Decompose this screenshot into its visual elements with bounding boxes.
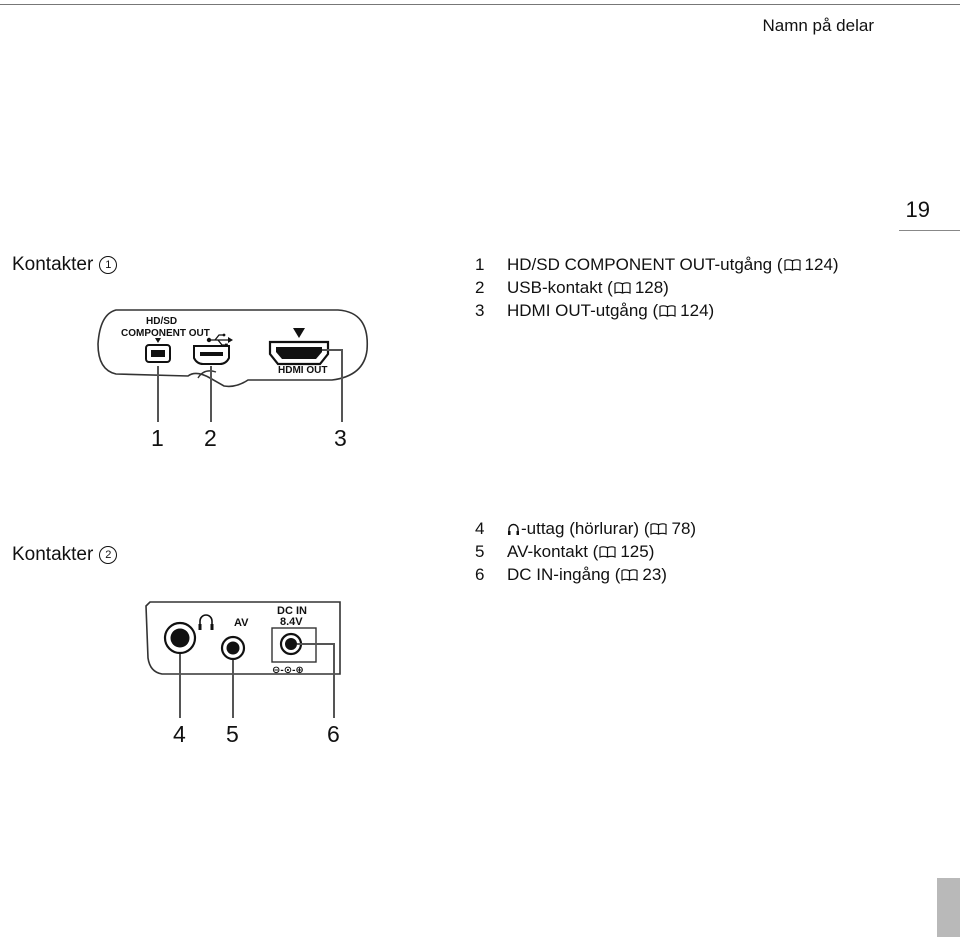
- book-reference-icon: [614, 281, 631, 294]
- item-text: AV-kontakt (: [507, 542, 599, 561]
- usb-icon: [206, 333, 233, 347]
- arrow-down-icon: [293, 328, 305, 338]
- device-outline: [97, 309, 369, 388]
- book-reference-icon: [650, 522, 668, 535]
- circled-number-1: 1: [99, 256, 118, 274]
- item-number: 6: [475, 565, 485, 584]
- arrow-down-icon: [155, 338, 161, 343]
- item-page-ref: 78): [671, 519, 697, 538]
- device-outline: [145, 601, 341, 675]
- book-reference-icon: [783, 258, 801, 271]
- hdmi-port: [268, 340, 330, 366]
- book-reference-icon: [599, 545, 616, 558]
- circled-number-2: 2: [99, 546, 118, 564]
- callout-1: 1: [151, 425, 164, 451]
- callout-4: 4: [173, 721, 186, 747]
- page-edge-tab: [937, 878, 960, 937]
- book-reference-icon: [621, 568, 638, 581]
- polarity-symbol: ⊖-⊙-⊕: [272, 665, 304, 676]
- heading-kontakter-2: Kontakter 2: [12, 544, 118, 566]
- callout-2: 2: [204, 425, 217, 451]
- book-reference-icon: [659, 304, 676, 317]
- label-hdmi-out: HDMI OUT: [278, 365, 327, 376]
- item-text: HDMI OUT-utgång (: [507, 301, 659, 320]
- item-text: -uttag (hörlurar) (: [521, 519, 650, 538]
- usb-port: [193, 345, 230, 365]
- list-item: 5 AV-kontakt ( 125): [475, 540, 696, 563]
- parts-list-2: 4 -uttag (hörlurar) ( 78) 5 AV-kontakt (…: [475, 517, 696, 586]
- callout-3: 3: [334, 425, 347, 451]
- leader-lines: [179, 643, 335, 718]
- list-item: 4 -uttag (hörlurar) ( 78): [475, 517, 696, 540]
- callout-6: 6: [327, 721, 340, 747]
- label-voltage: 8.4V: [280, 616, 303, 628]
- list-item: 1 HD/SD COMPONENT OUT-utgång ( 124): [475, 253, 839, 276]
- heading-label: Kontakter: [12, 544, 94, 565]
- section-title: Namn på delar: [762, 16, 874, 35]
- item-page-ref: 124): [804, 255, 839, 274]
- item-page-ref: 128): [634, 278, 669, 297]
- label-dc-in: DC IN: [277, 605, 307, 617]
- item-page-ref: 124): [680, 301, 715, 320]
- headphones-icon: [508, 523, 519, 535]
- item-text: DC IN-ingång (: [507, 565, 621, 584]
- callout-5: 5: [226, 721, 239, 747]
- item-number: 4: [475, 519, 485, 538]
- item-text: USB-kontakt (: [507, 278, 613, 297]
- list-item: 6 DC IN-ingång ( 23): [475, 563, 696, 586]
- headphones-icon: [198, 614, 214, 630]
- item-number: 3: [475, 301, 485, 320]
- top-rule: [0, 4, 960, 5]
- item-number: 2: [475, 278, 485, 297]
- page-number: 19: [905, 197, 930, 222]
- av-jack: [220, 635, 246, 661]
- heading-kontakter-1: Kontakter 1: [12, 254, 118, 276]
- list-item: 3 HDMI OUT-utgång ( 124): [475, 299, 839, 322]
- label-av: AV: [234, 617, 249, 629]
- parts-list-1: 1 HD/SD COMPONENT OUT-utgång ( 124) 2 US…: [475, 253, 839, 322]
- label-hdsd: HD/SD: [146, 316, 177, 327]
- heading-label: Kontakter: [12, 254, 94, 275]
- connector-diagram-1: HD/SD COMPONENT OUT HDMI OUT 1 2 3: [97, 309, 369, 451]
- label-component-out: COMPONENT OUT: [121, 328, 210, 339]
- item-page-ref: 125): [620, 542, 655, 561]
- item-text: HD/SD COMPONENT OUT-utgång (: [507, 255, 783, 274]
- headphone-jack: [163, 621, 197, 655]
- leader-lines: [157, 349, 343, 422]
- list-item: 2 USB-kontakt ( 128): [475, 276, 839, 299]
- item-number: 1: [475, 255, 485, 274]
- item-page-ref: 23): [642, 565, 667, 584]
- connector-diagram-2: AV DC IN 8.4V ⊖-⊙-⊕ 4 5 6: [145, 601, 341, 747]
- item-number: 5: [475, 542, 485, 561]
- page-number-rule: [899, 230, 960, 231]
- component-out-port: [145, 344, 171, 363]
